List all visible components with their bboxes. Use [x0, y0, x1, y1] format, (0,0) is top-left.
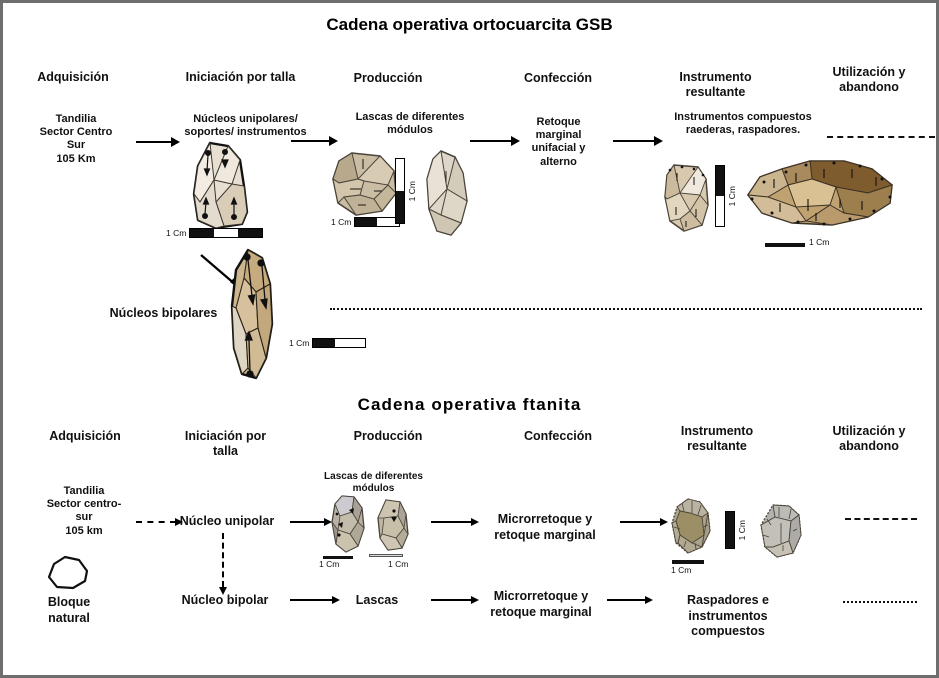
s2-bipolar-core-label: Núcleo bipolar [181, 593, 269, 607]
s1-arrow-acq-to-init [136, 137, 180, 147]
s1-tool-scalebar-line [765, 243, 805, 247]
s2-header-adquisicion: Adquisición [49, 429, 121, 443]
s2-flake2-scalebar-line [369, 554, 403, 557]
s2-header-utilizacion: Utilización y abandono [832, 424, 906, 454]
s1-arrow-prod-to-conf [470, 136, 520, 146]
composite-tool-artifact [740, 155, 900, 233]
s2-flake1-scalebar-line [323, 556, 353, 559]
unipolar-core-artifact [184, 140, 254, 232]
s1-flake-scalebar: 1 Cm [331, 217, 401, 227]
s1-production-label: Lascas de diferentes módulos [355, 111, 465, 137]
s2-scraper-scalebar-line [672, 560, 704, 564]
s1-bipolar-scalebar: 1 Cm [289, 338, 367, 348]
s2-header-confeccion: Confección [523, 429, 593, 443]
s1-abandon-dashed-line [827, 136, 935, 138]
natural-block-artifact [45, 555, 91, 591]
s2-unipolar-core-label: Núcleo unipolar [179, 514, 275, 528]
s2-acquisition-label: Tandilia Sector centro- sur 105 km [46, 485, 122, 537]
ftanita-flake2-artifact [374, 498, 414, 554]
small-scraper-artifact [660, 163, 712, 235]
ftanita-scraper2-artifact [755, 503, 807, 563]
s1-instrument-label: Instrumentos compuestos raederas, raspad… [674, 111, 812, 137]
s2-scraper-vscale-label: 1 Cm [737, 519, 747, 541]
s1-core-scalebar: 1 Cm [166, 228, 264, 238]
s2-arrow-conf-to-instr-row2 [607, 595, 653, 605]
s1-flake-vertical-scalebar: 1 Cm [395, 158, 417, 224]
s2-arrow-acq-to-unipolar [136, 517, 184, 527]
s1-header-iniciacion: Iniciación por talla [185, 70, 296, 84]
s1-bipolar-scale-label: 1 Cm [289, 338, 310, 348]
s1-bipolar-label: Núcleos bipolares [109, 306, 218, 320]
flake-round-artifact [330, 151, 400, 219]
s1-tool-vscale-label: 1 Cm [727, 185, 737, 207]
s1-header-adquisicion: Adquisición [37, 70, 109, 84]
flake-elongated-artifact [421, 149, 475, 239]
s1-tool-scale-label: 1 Cm [809, 237, 830, 247]
s1-core-scale-label: 1 Cm [166, 228, 187, 238]
s2-abandon-dashed-line-row2 [843, 601, 917, 603]
s2-confection-row2-label: Microrretoque y retoque marginal [490, 589, 592, 619]
s1-acquisition-label: Tandilia Sector Centro Sur 105 Km [39, 113, 113, 165]
s2-production-label: Lascas de diferentes módulos [324, 471, 423, 494]
section1-title: Cadena operativa ortocuarcita GSB [326, 15, 613, 34]
s2-flake1-scale-label: 1 Cm [319, 559, 340, 569]
s1-flake-vscale-label: 1 Cm [407, 180, 417, 202]
s2-arrow-unipolar-to-bipolar [218, 533, 228, 595]
s2-arrow-conf-to-instr-row1 [620, 517, 668, 527]
s1-header-confeccion: Confección [523, 71, 593, 85]
s2-scraper-scale-label: 1 Cm [671, 565, 692, 575]
s1-initiation-label: Núcleos unipolares/ soportes/ instrument… [184, 113, 307, 139]
s1-header-utilizacion: Utilización y abandono [832, 65, 906, 95]
s1-arrow-conf-to-instr [613, 136, 663, 146]
section2-title: Cadena operativa ftanita [357, 395, 582, 414]
s2-production-row2-label: Lascas [355, 593, 399, 607]
s2-arrow-bipolar-to-lascas [290, 595, 340, 605]
s2-scraper-vertical-scalebar: 1 Cm [725, 511, 747, 549]
s2-arrow-prod-to-conf-row1 [431, 517, 479, 527]
s2-header-produccion: Producción [353, 429, 423, 443]
s2-block-label: Bloque natural [47, 595, 91, 625]
s2-arrow-lascas-to-conf [431, 595, 479, 605]
s1-bipolar-dashed-line [330, 308, 922, 310]
ftanita-scraper1-artifact [668, 497, 716, 557]
s1-arrow-init-to-prod [291, 136, 338, 146]
ftanita-flake1-artifact [328, 494, 370, 556]
bipolar-core-artifact [226, 248, 278, 383]
s1-tool-vertical-scalebar: 1 Cm [715, 165, 737, 227]
s1-flake-scale-label: 1 Cm [331, 217, 352, 227]
s1-header-produccion: Producción [353, 71, 423, 85]
s2-header-iniciacion: Iniciación por talla [184, 429, 267, 459]
s2-confection-row1-label: Microrretoque y retoque marginal [494, 512, 596, 542]
s2-arrow-unipolar-to-prod [290, 517, 332, 527]
s2-instrument-row2-label: Raspadores e instrumentos compuestos [687, 593, 769, 639]
s1-confection-label: Retoque marginal unifacial y alterno [531, 116, 586, 168]
s2-abandon-dashed-line-row1 [845, 518, 917, 520]
s2-header-instrumento: Instrumento resultante [680, 424, 754, 454]
s2-flake2-scale-label: 1 Cm [388, 559, 409, 569]
s1-header-instrumento: Instrumento resultante [679, 70, 752, 100]
